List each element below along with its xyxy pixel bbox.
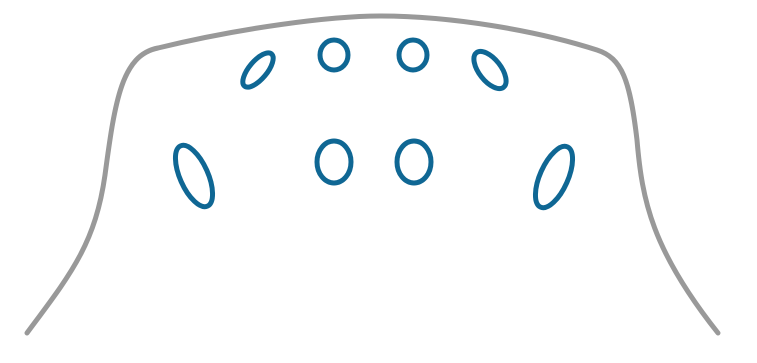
marker-bottom-right-outer: [528, 141, 580, 213]
marker-top-right-outer: [468, 46, 512, 94]
head-outline: [27, 16, 718, 333]
marker-top-left-outer: [238, 48, 279, 92]
marker-bottom-right-inner: [397, 141, 431, 183]
marker-top-left-inner: [320, 40, 348, 70]
marker-top-right-inner: [399, 40, 427, 70]
markers-group: [168, 40, 580, 213]
marker-bottom-left-outer: [168, 140, 220, 212]
marker-bottom-left-inner: [317, 141, 351, 183]
